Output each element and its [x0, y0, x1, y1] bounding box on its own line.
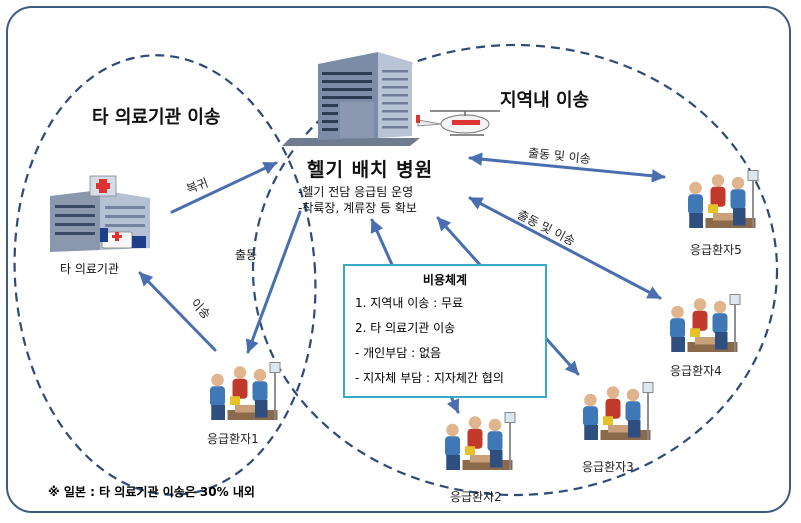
hospital-note-1: -헬기 전담 응급팀 운영	[298, 185, 414, 199]
edge-label-dispatch: 출동	[235, 248, 258, 262]
arrow-patient5	[468, 152, 666, 183]
paramedic-team-icon-2	[444, 411, 516, 471]
hospital-note-2: -착륙장, 계류장 등 확보	[298, 201, 417, 215]
other-hospital-label: 타 의료기관	[60, 262, 120, 276]
hospital-building-icon	[282, 52, 420, 146]
footnote: ※ 일본 : 타 의료기관 이송은 30% 내외	[48, 485, 255, 499]
arrow-dispatch	[245, 210, 302, 354]
arrow-transfer	[138, 271, 217, 352]
cost-item-local-gov: - 지자체 부담 : 지자체간 협의	[355, 371, 504, 385]
region-local-boundary	[251, 43, 779, 497]
cost-item-personal: - 개인부담 : 없음	[355, 346, 442, 360]
cost-system-title: 비용체계	[422, 273, 468, 287]
paramedic-team-icon-3	[582, 381, 654, 441]
region-other-institution-boundary	[13, 54, 317, 496]
region-title-other-institution: 타 의료기관 이송	[92, 107, 221, 128]
clinic-building-icon	[50, 175, 150, 252]
cost-item-other: 2. 타 의료기관 이송	[355, 321, 456, 335]
cost-system-box: 비용체계 1. 지역내 이송 : 무료 2. 타 의료기관 이송 - 개인부담 …	[343, 264, 547, 398]
cost-item-local: 1. 지역내 이송 : 무료	[355, 296, 464, 310]
paramedic-team-icon-4	[669, 293, 741, 353]
patient-label-5: 응급환자5	[690, 243, 742, 257]
helicopter-icon	[416, 110, 500, 136]
patient-label-3: 응급환자3	[582, 460, 634, 474]
region-title-local: 지역내 이송	[500, 90, 590, 111]
patient-label-1: 응급환자1	[207, 432, 259, 446]
patient-label-4: 응급환자4	[670, 364, 722, 378]
paramedic-team-icon-5	[687, 169, 759, 229]
arrow-return	[170, 161, 278, 214]
paramedic-team-icon-1	[209, 361, 281, 421]
patient-label-2: 응급환자2	[450, 490, 502, 504]
hospital-title: 헬기 배치 병원	[307, 159, 434, 181]
